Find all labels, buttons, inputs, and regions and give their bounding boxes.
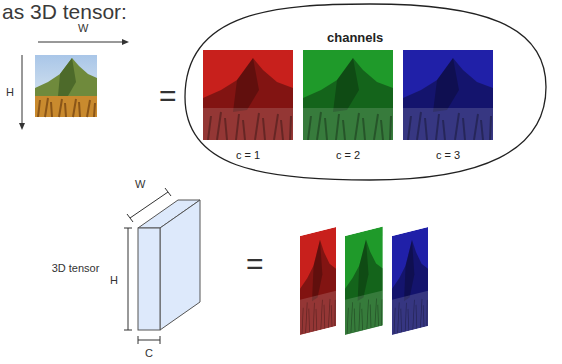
- red-channel: [203, 50, 293, 140]
- tensor-label: 3D tensor: [48, 262, 103, 275]
- dimension-label: W: [135, 178, 145, 191]
- blue-channel: [403, 50, 493, 140]
- red-slice: [300, 227, 336, 335]
- channel-label: c = 2: [336, 149, 360, 162]
- width-arrow: [38, 39, 129, 45]
- landscape-photo: [35, 55, 97, 117]
- tensor-box: [138, 200, 200, 330]
- channels-heading: channels: [327, 31, 383, 46]
- green-channel: [303, 50, 393, 140]
- height-arrow: [19, 55, 25, 130]
- channel-ellipse: channels c = 1 c = 2 c = 3: [180, 2, 548, 182]
- equals-sign: =: [159, 79, 177, 114]
- dimension-label: H: [110, 274, 118, 287]
- channel-label: c = 1: [236, 149, 260, 162]
- channel-label: c = 3: [436, 149, 460, 162]
- page-title: as 3D tensor:: [2, 0, 127, 24]
- dimension-label: C: [145, 347, 153, 360]
- dimension-label: W: [78, 22, 88, 35]
- dimension-label: H: [6, 86, 14, 99]
- ellipse-outline: [180, 2, 548, 182]
- green-slice: [345, 227, 383, 335]
- equals-sign: =: [246, 247, 264, 282]
- dimension-lines: [124, 188, 171, 344]
- blue-slice: [392, 227, 428, 335]
